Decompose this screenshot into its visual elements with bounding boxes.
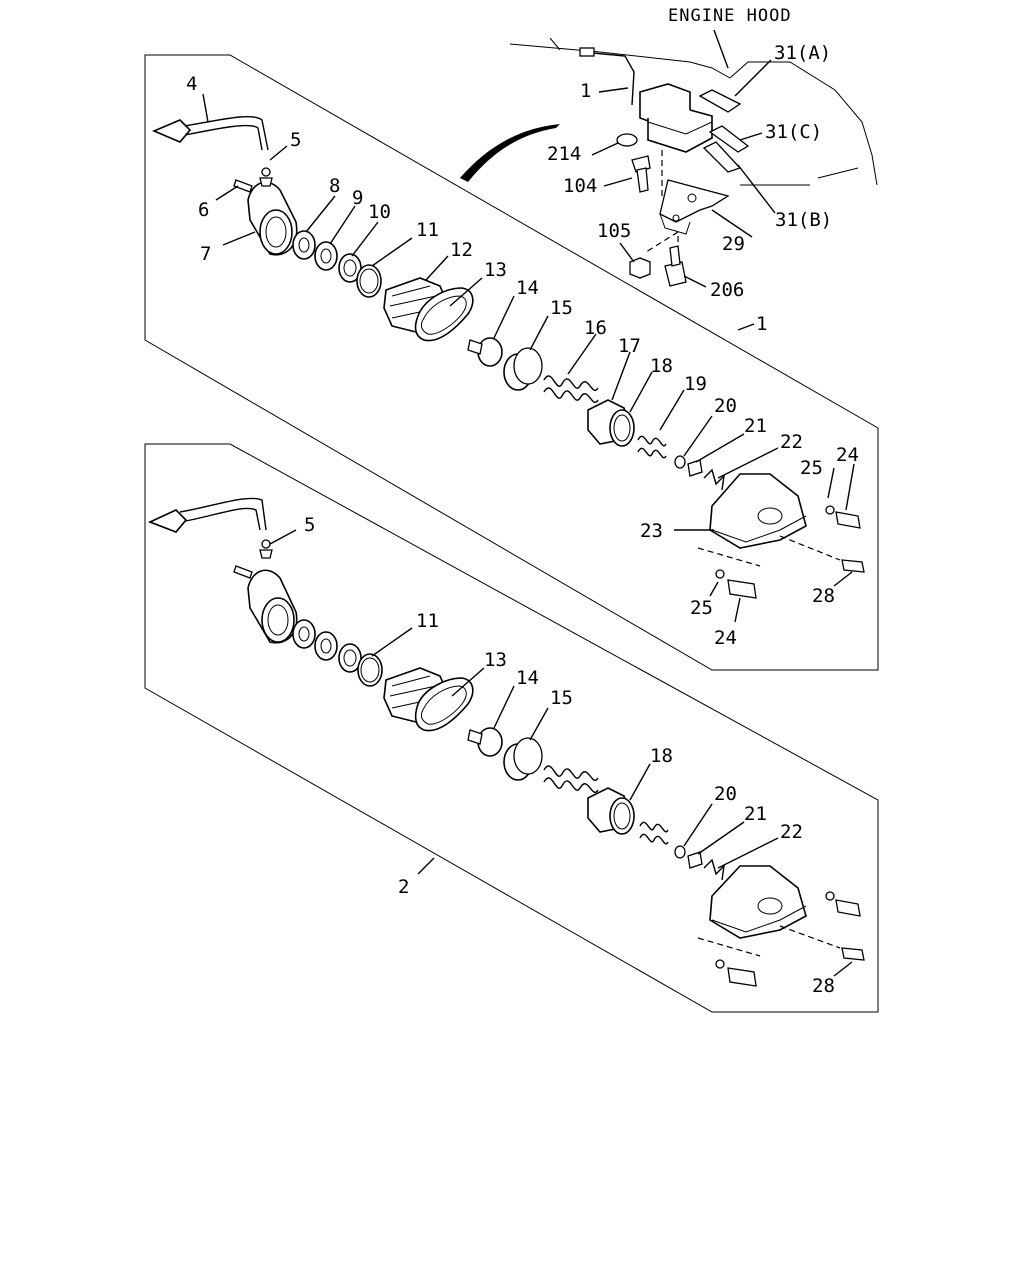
a1-label-23: 23 bbox=[640, 520, 663, 542]
a2-label-18: 18 bbox=[650, 745, 673, 767]
a1-label-7: 7 bbox=[200, 243, 211, 265]
a2-label-28: 28 bbox=[812, 975, 835, 997]
a1-label-28: 28 bbox=[812, 585, 835, 607]
a1-label-6: 6 bbox=[198, 199, 209, 221]
a1-label-21: 21 bbox=[744, 415, 767, 437]
a1-label-15: 15 bbox=[550, 297, 573, 319]
inset-label-206: 206 bbox=[710, 279, 744, 301]
inset-label-31b: 31(B) bbox=[775, 209, 832, 231]
assembly-2-labels: 2 5 11 13 14 15 18 20 21 22 28 bbox=[304, 514, 835, 997]
a1-label-25-top: 25 bbox=[800, 457, 823, 479]
a1-label-25-bottom: 25 bbox=[690, 597, 713, 619]
inset-label-105: 105 bbox=[597, 220, 631, 242]
a2-label-21: 21 bbox=[744, 803, 767, 825]
a2-label-5: 5 bbox=[304, 514, 315, 536]
a1-label-18: 18 bbox=[650, 355, 673, 377]
a1-label-24-top: 24 bbox=[836, 444, 859, 466]
a2-label-15: 15 bbox=[550, 687, 573, 709]
a1-label-11: 11 bbox=[416, 219, 439, 241]
a2-label-22: 22 bbox=[780, 821, 803, 843]
inset-label-214: 214 bbox=[547, 143, 581, 165]
a1-label-9: 9 bbox=[352, 187, 363, 209]
assembly-1 bbox=[144, 54, 879, 671]
inset-leader-lines bbox=[591, 59, 776, 288]
inset-label-29: 29 bbox=[722, 233, 745, 255]
a1-label-24-bottom: 24 bbox=[714, 627, 737, 649]
a1-label-20: 20 bbox=[714, 395, 737, 417]
assembly-2 bbox=[144, 443, 879, 1013]
a1-label-10: 10 bbox=[368, 201, 391, 223]
a2-label-14: 14 bbox=[516, 667, 539, 689]
inset-label-1: 1 bbox=[580, 80, 591, 102]
inset-label-31c: 31(C) bbox=[765, 121, 822, 143]
a1-label-12: 12 bbox=[450, 239, 473, 261]
inset-label-31a: 31(A) bbox=[774, 42, 831, 64]
a1-label-19: 19 bbox=[684, 373, 707, 395]
assembly-1-labels: 1 4 5 6 7 8 9 10 11 12 13 14 15 16 17 18… bbox=[186, 73, 859, 649]
a2-label-20: 20 bbox=[714, 783, 737, 805]
engine-hood-inset: ENGINE HOOD bbox=[460, 6, 878, 287]
a1-label-16: 16 bbox=[584, 317, 607, 339]
assembly-2-number: 2 bbox=[398, 876, 409, 898]
inset-labels: 1 31(A) 214 31(C) 104 31(B) 105 29 206 bbox=[547, 42, 832, 301]
a1-label-5: 5 bbox=[290, 129, 301, 151]
a1-label-22: 22 bbox=[780, 431, 803, 453]
a1-label-4: 4 bbox=[186, 73, 197, 95]
a1-label-14: 14 bbox=[516, 277, 539, 299]
engine-hood-title: ENGINE HOOD bbox=[668, 6, 792, 26]
assembly-2-leaders bbox=[269, 529, 853, 977]
a2-label-13: 13 bbox=[484, 649, 507, 671]
a1-label-8: 8 bbox=[329, 175, 340, 197]
assembly-1-leaders bbox=[202, 93, 855, 623]
a2-label-11: 11 bbox=[416, 610, 439, 632]
a1-label-13: 13 bbox=[484, 259, 507, 281]
a1-label-17: 17 bbox=[618, 335, 641, 357]
inset-label-104: 104 bbox=[563, 175, 597, 197]
assembly-1-number: 1 bbox=[756, 313, 767, 335]
